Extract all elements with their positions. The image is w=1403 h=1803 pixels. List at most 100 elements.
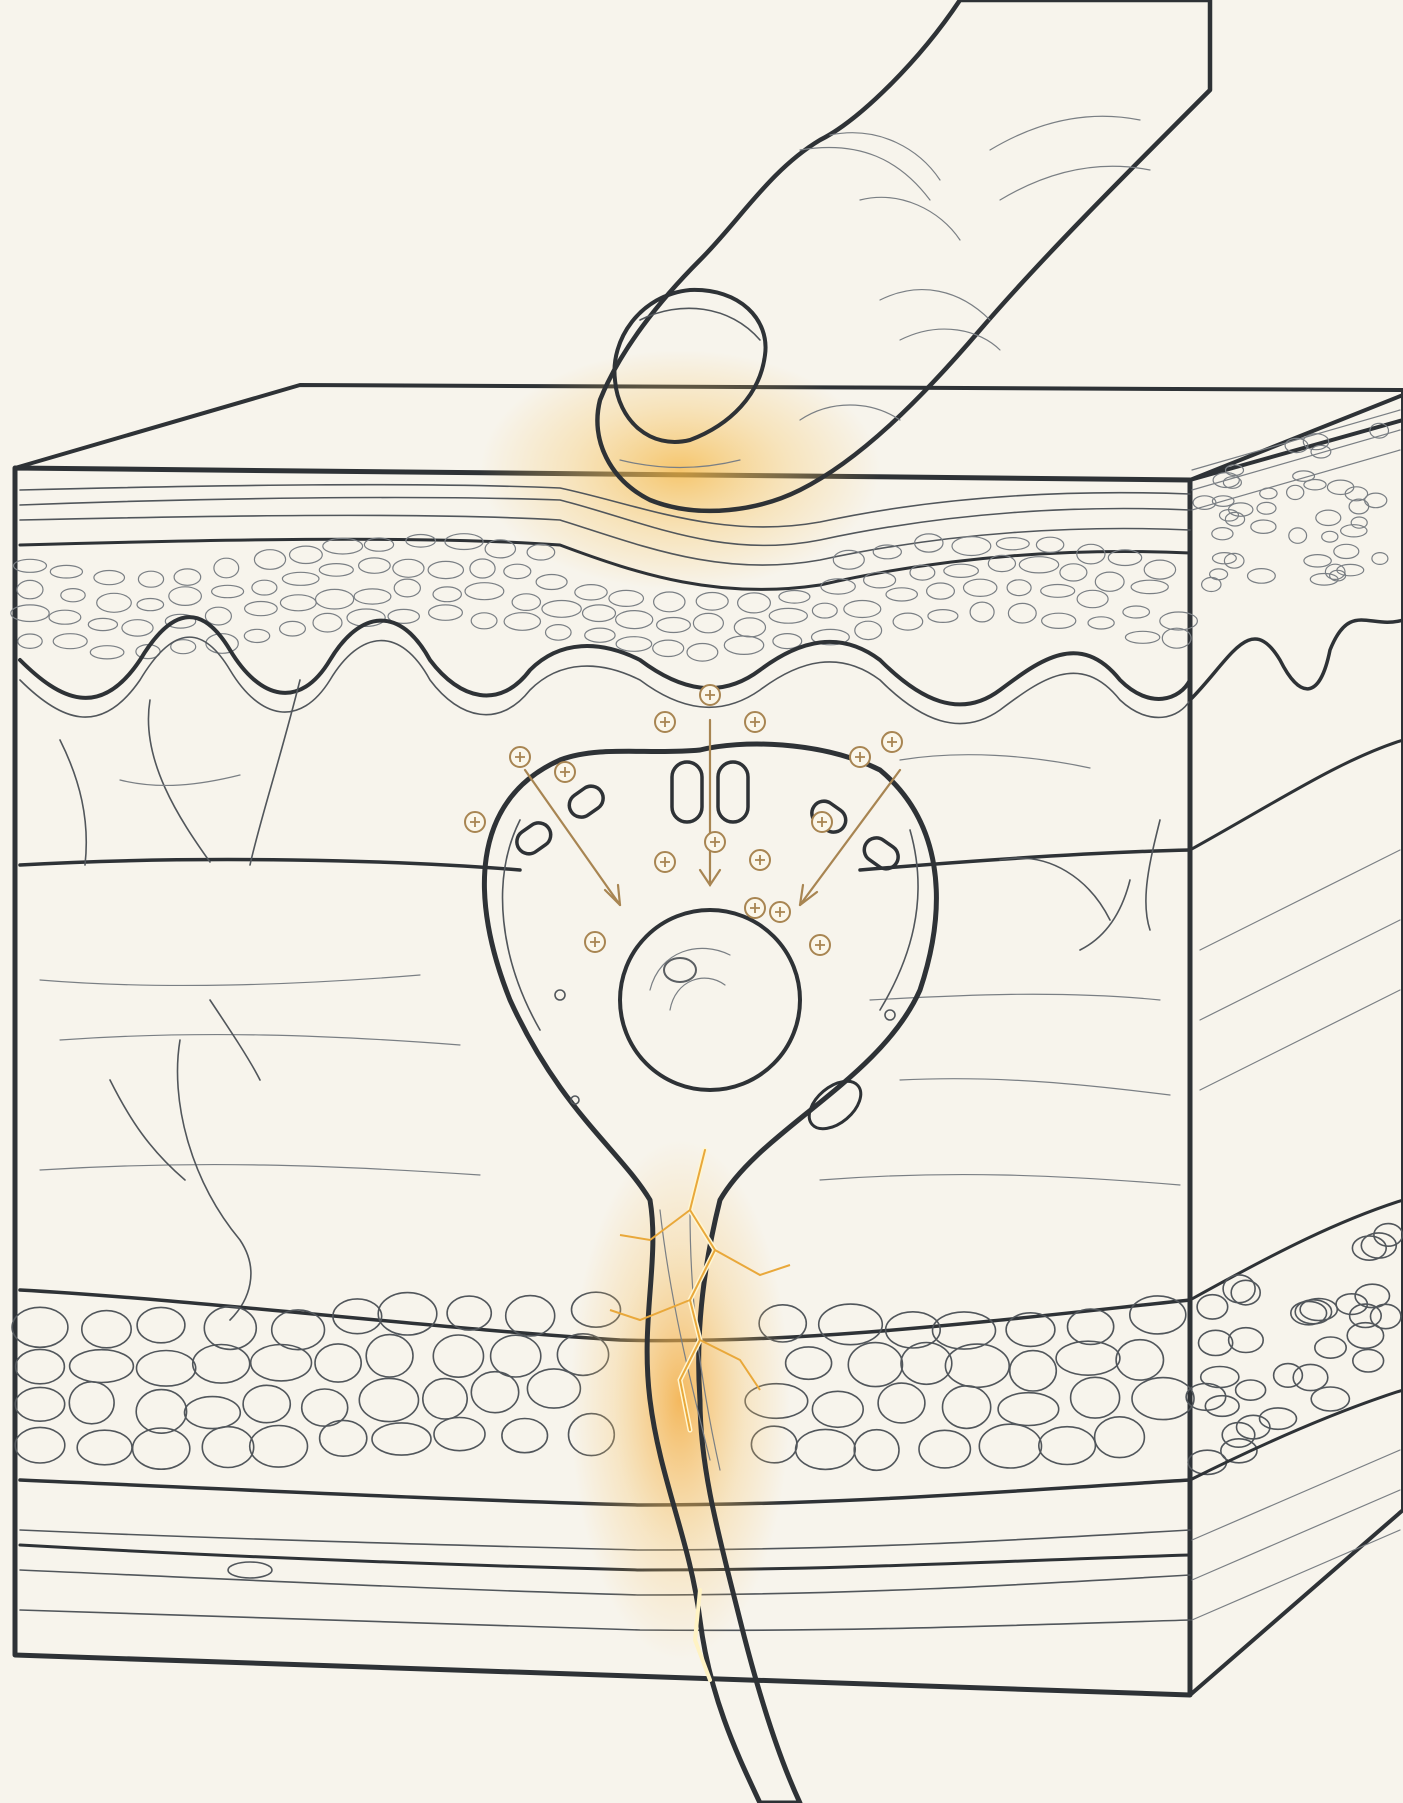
fat-cell (1201, 1367, 1239, 1388)
epidermis-cell (504, 564, 531, 578)
ion (812, 812, 832, 832)
epidermis-cell (319, 564, 353, 577)
fat-cell (137, 1351, 196, 1387)
epidermis-cell (316, 589, 354, 609)
fat-cell (185, 1397, 241, 1429)
epidermis-cell (53, 634, 87, 649)
block-side-face (1190, 395, 1403, 1695)
epidermis-cell (290, 546, 323, 563)
epidermis-cell (1212, 528, 1233, 540)
epidermis-cell (855, 621, 882, 639)
fat-cell (1199, 1330, 1233, 1355)
epidermis-cell (174, 569, 201, 585)
epidermis-cell (696, 593, 728, 611)
epidermis-cell (1060, 564, 1087, 581)
fat-cell (979, 1424, 1041, 1468)
epidermis-cell (50, 565, 82, 578)
ion (465, 812, 485, 832)
epidermis-cell (1125, 631, 1159, 643)
fat-cell (372, 1423, 431, 1455)
epidermis-cell (687, 644, 718, 662)
epidermis-cell (61, 589, 85, 602)
fat-cell (378, 1293, 437, 1335)
epidermis-cell (738, 593, 771, 613)
epidermis-cell (886, 588, 917, 601)
fat-cell (251, 1345, 312, 1381)
fat-cell (1039, 1427, 1096, 1465)
epidermis-cell (893, 613, 923, 630)
epidermis-cell (575, 585, 607, 600)
fat-cell (315, 1344, 361, 1382)
fat-cell (137, 1307, 185, 1342)
epidermis-cell (928, 610, 958, 623)
epidermis-cell (1123, 606, 1150, 618)
fat-cell (998, 1393, 1059, 1426)
ion (882, 732, 902, 752)
epidermis-cell (583, 605, 616, 622)
epidermis-cell (1316, 510, 1341, 525)
fat-cell (854, 1430, 899, 1471)
epidermis-cell (88, 618, 117, 630)
epidermis-cell (1304, 555, 1331, 567)
epidermis-cell (49, 610, 81, 624)
fat-cell (1293, 1364, 1328, 1390)
epidermis-cell (1351, 517, 1367, 528)
epidermis-cell (1042, 613, 1076, 628)
epidermis-cell (952, 537, 991, 556)
epidermis-cell (1162, 628, 1191, 648)
ion (655, 712, 675, 732)
fat-cell (243, 1385, 290, 1422)
fat-cell (366, 1335, 413, 1377)
epidermis-cell (1095, 572, 1124, 591)
fat-cell (1010, 1351, 1057, 1391)
epidermis-cell (616, 611, 653, 629)
epidermis-cell (1144, 560, 1175, 579)
epidermis-cell (1260, 488, 1277, 499)
fat-cell (320, 1420, 367, 1456)
epidermis-cell (1287, 485, 1304, 499)
fat-cell (1229, 1328, 1264, 1353)
fat-cell (69, 1382, 114, 1424)
fat-cell (1291, 1301, 1327, 1324)
epidermis-cell (17, 580, 43, 598)
ion (555, 762, 575, 782)
ion (745, 712, 765, 732)
epidermis-cell (779, 591, 810, 604)
fat-cell (15, 1387, 64, 1421)
organelle (800, 1072, 869, 1138)
epidermis-cell (122, 620, 153, 636)
epidermis-cell (97, 593, 132, 612)
fat-cell (943, 1386, 991, 1429)
epidermis-cell (542, 601, 581, 618)
fat-cell (15, 1427, 65, 1463)
fat-cell (796, 1429, 856, 1469)
epidermis-cell (1251, 520, 1276, 533)
fat-cell (901, 1343, 952, 1385)
epidermis-cell (546, 625, 572, 641)
ion (510, 747, 530, 767)
fat-cell (433, 1335, 483, 1377)
fat-cell (1274, 1364, 1303, 1388)
epidermis-cell (1131, 580, 1168, 593)
epidermis-cell (724, 636, 763, 654)
fat-cell (506, 1296, 555, 1336)
ion-channel-3 (807, 796, 903, 873)
nucleolus (664, 958, 696, 982)
fat-cell (1237, 1415, 1270, 1439)
fat-cell (471, 1372, 518, 1413)
fat-cell (202, 1427, 253, 1468)
fat-cell (919, 1430, 970, 1468)
ion (850, 747, 870, 767)
fat-cell (1315, 1337, 1346, 1358)
epidermis-cell (359, 558, 391, 573)
epidermis-cell (944, 564, 979, 577)
epidermis-cell (1007, 580, 1031, 596)
epidermis-cell (428, 561, 463, 578)
epidermis-cell (609, 590, 644, 606)
epidermis-cell (323, 538, 363, 554)
epidermis-cell (585, 628, 615, 642)
epidermis-cell (1327, 480, 1353, 494)
epidermis-cell (1257, 502, 1276, 514)
epidermis-cell (1349, 499, 1369, 514)
